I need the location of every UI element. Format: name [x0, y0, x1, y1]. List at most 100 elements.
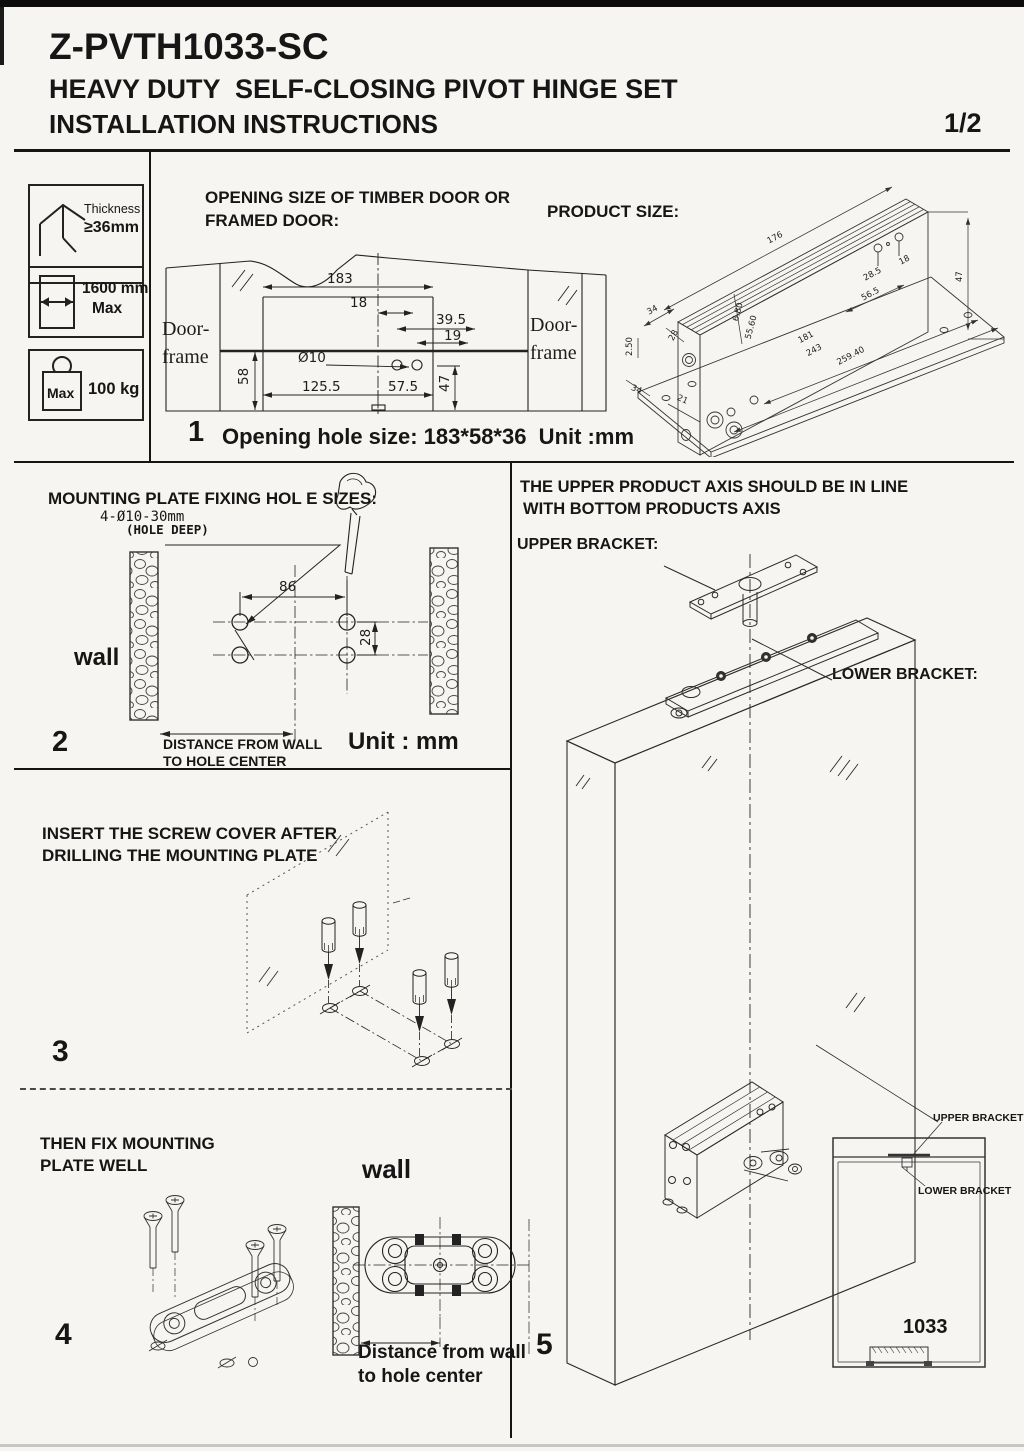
glass-marks — [258, 834, 411, 987]
width-max: Max — [92, 300, 123, 317]
floor-plate — [743, 1148, 802, 1182]
doorframe-left-line1: Door- — [162, 318, 209, 340]
s1-caption: Opening hole size: 183*58*36 Unit :mm — [222, 424, 635, 449]
divider-h4-dashed — [20, 1088, 512, 1090]
inset-model-number: 1033 — [903, 1316, 948, 1338]
dim-hole-dia: Ø10 — [298, 350, 326, 366]
scan-left-edge — [0, 7, 4, 65]
spec-width-box: 1600 mm Max — [28, 266, 148, 338]
door-front-view-inset — [832, 1121, 986, 1368]
thickness-value: ≥36mm — [84, 219, 140, 236]
dimension-lines — [252, 284, 475, 410]
dim-19: 19 — [444, 328, 461, 344]
screw-cover-drawing — [246, 811, 463, 1068]
weight-max-label: Max — [47, 385, 75, 401]
spec-weight-box: Max 100 kg — [28, 349, 144, 421]
page-number: 1/2 — [944, 108, 982, 138]
dim-57-5: 57.5 — [388, 379, 418, 395]
dim-47: 47 — [437, 375, 453, 392]
wall-hatch-left — [129, 551, 159, 721]
s2-note-line1: DISTANCE FROM WALL — [163, 736, 323, 752]
pdim-176: 176 — [766, 230, 785, 246]
dim-58: 58 — [236, 368, 252, 385]
width-value: 1600 mm — [82, 280, 149, 297]
s5-axis-note-line1: THE UPPER PRODUCT AXIS SHOULD BE IN LINE — [520, 478, 909, 496]
dim-86: 86 — [279, 579, 296, 595]
pdim-47: 47 — [955, 271, 965, 282]
door-assembly-drawing — [565, 554, 939, 1386]
s3-heading-line2: DRILLING THE MOUNTING PLATE — [42, 846, 318, 865]
mounting-plate-isometric — [149, 1263, 294, 1352]
door-frame-outline — [165, 253, 607, 417]
s2-heading: MOUNTING PLATE FIXING HOL E SIZES: — [48, 489, 377, 508]
pdim-55-60: 55.60 — [744, 314, 760, 340]
divider-icons-v — [149, 151, 151, 463]
pdim-243: 243 — [805, 342, 824, 358]
divider-h3 — [14, 768, 512, 770]
base-plate-isometric — [637, 276, 1005, 457]
plate-top-view — [353, 1217, 530, 1357]
dim-39-5: 39.5 — [436, 312, 466, 328]
page-heading: INSTALLATION INSTRUCTIONS — [49, 109, 439, 139]
doorframe-left-line2: frame — [162, 346, 209, 368]
thickness-label: Thickness — [84, 202, 141, 216]
lower-bracket-plate — [664, 619, 880, 719]
s2-wall-label: wall — [74, 644, 120, 671]
page-subtitle: HEAVY DUTY SELF-CLOSING PIVOT HINGE SET — [49, 74, 678, 104]
bottom-hinge-unit — [662, 1081, 784, 1219]
screw-covers — [321, 901, 459, 1056]
inset-lower-bracket-label: LOWER BRACKET — [918, 1185, 1012, 1197]
dim-pin-offset: 18 — [350, 295, 367, 311]
step-1-number: 1 — [188, 416, 205, 448]
divider-h2 — [14, 461, 1014, 463]
s2-unit-label: Unit : mm — [348, 728, 459, 755]
pdim-21: 21 — [675, 393, 689, 407]
inset-door-frame — [832, 1121, 986, 1368]
pdim-34-bottom: 34 — [629, 383, 643, 397]
wall-hatch-right — [429, 547, 459, 715]
pdim-181: 181 — [797, 329, 816, 345]
dim-opening-width: 183 — [327, 271, 353, 287]
s4-note-line2: to hole center — [358, 1366, 483, 1387]
opening-size-drawing: 183 18 39.5 19 Ø10 125.5 57.5 58 47 Door… — [162, 253, 607, 417]
s4-note-line1: Distance from wall — [358, 1342, 526, 1363]
step-3-number: 3 — [52, 1035, 69, 1068]
page-title: Z-PVTH1033-SC — [49, 26, 329, 67]
s5-axis-note-line2: WITH BOTTOM PRODUCTS AXIS — [523, 500, 781, 518]
s3-heading-line1: INSERT THE SCREW COVER AFTER — [42, 824, 337, 843]
s4-heading-line1: THEN FIX MOUNTING — [40, 1134, 215, 1153]
s2-note-line2: TO HOLE CENTER — [163, 753, 287, 769]
scan-top-edge — [0, 0, 1024, 7]
s4-wall-label: wall — [362, 1154, 412, 1184]
s1-heading-line2: FRAMED DOOR: — [205, 211, 340, 230]
pdim-28: 28 — [667, 328, 681, 342]
doorframe-right-line2: frame — [530, 342, 577, 364]
countersunk-screws — [143, 1195, 287, 1322]
screwdriver-icon — [335, 472, 377, 575]
pdim-18: 18 — [897, 254, 911, 268]
hole-positions — [319, 984, 463, 1068]
weight-value: 100 kg — [88, 380, 140, 398]
lower-bracket-label: LOWER BRACKET: — [832, 666, 978, 683]
mounting-hole-drawing: 86 28 — [129, 472, 459, 740]
fix-plate-drawing — [143, 1195, 294, 1369]
door-width-icon — [39, 275, 75, 329]
upper-bracket-label: UPPER BRACKET: — [517, 536, 659, 553]
s2-hole-deep: (HOLE DEEP) — [126, 522, 209, 537]
doorframe-right-line1: Door- — [530, 314, 577, 336]
spec-thickness-box: Thickness ≥36mm — [28, 184, 144, 284]
pdim-6-80: 6.80 — [731, 302, 746, 323]
plate-top-view-drawing — [332, 1206, 530, 1357]
dim-28-vert: 28 — [358, 629, 374, 646]
product-dimension-lines — [625, 186, 1004, 433]
s4-heading-line2: PLATE WELL — [40, 1156, 148, 1175]
inset-upper-bracket-label: UPPER BRACKET — [933, 1112, 1024, 1124]
glass-panel-outline — [246, 811, 389, 1034]
step-2-number: 2 — [52, 726, 69, 758]
divider-mid-v — [510, 463, 512, 1438]
product-size-drawing: 176 34 47 28.5 18 6.80 55.60 28 2.50 34 … — [625, 186, 1005, 457]
floor-anchor-holes — [148, 1339, 258, 1369]
glass-marks — [575, 755, 866, 1013]
divider-h1 — [14, 149, 1010, 152]
